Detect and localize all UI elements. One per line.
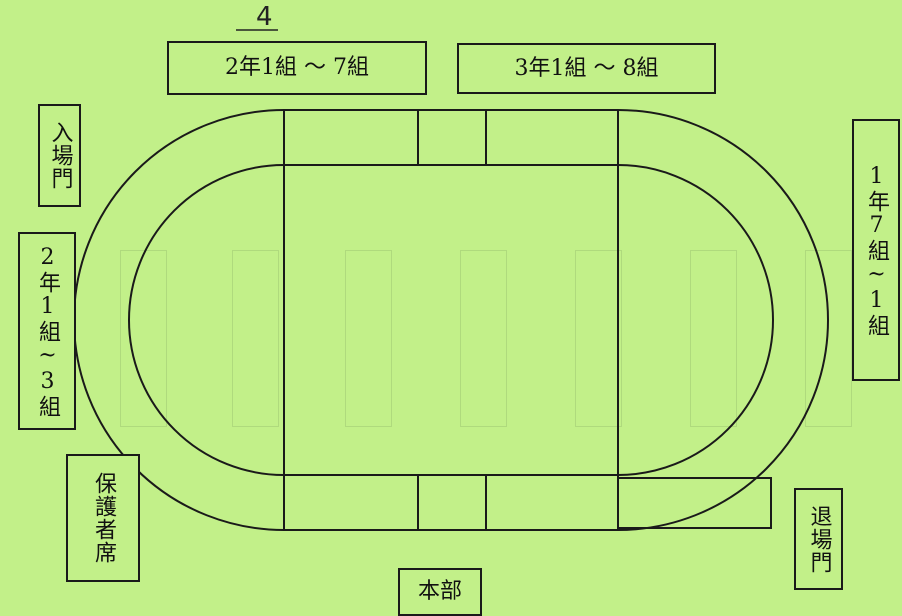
start-strip (617, 477, 772, 529)
background-ghost-box (120, 250, 167, 427)
group-box-top-left: 2年1組 ～ 7組 (167, 41, 427, 95)
group-box-right: 1年7組~1組 (852, 119, 900, 381)
exit-gate-box: 退場門 (794, 488, 843, 590)
entrance-gate-label: 入場門 (47, 121, 73, 190)
group-box-top-right: 3年1組 ～ 8組 (457, 43, 716, 94)
background-ghost-box (690, 250, 737, 427)
group-label: 2年1組~3組 (35, 244, 60, 418)
headquarters-box: 本部 (398, 568, 482, 616)
guardian-seats-label: 保護者席 (91, 472, 116, 564)
background-ghost-box (345, 250, 392, 427)
entrance-gate-box: 入場門 (38, 104, 81, 207)
headquarters-label: 本部 (417, 579, 462, 604)
group-box-left: 2年1組~3組 (18, 232, 76, 430)
background-ghost-box (575, 250, 622, 427)
group-label: 2年1組 ～ 7組 (225, 55, 369, 80)
group-label: 1年7組~1組 (864, 163, 889, 337)
exit-gate-label: 退場門 (806, 504, 832, 574)
guardian-seats-box: 保護者席 (66, 454, 140, 582)
background-ghost-box (805, 250, 852, 427)
group-label: 3年1組 ～ 8組 (514, 55, 659, 81)
background-ghost-box (460, 250, 507, 427)
background-ghost-box (232, 250, 279, 427)
track-outer-line (73, 109, 829, 531)
handwritten-correction: 4 (256, 2, 273, 32)
track-inner-line (128, 164, 774, 476)
